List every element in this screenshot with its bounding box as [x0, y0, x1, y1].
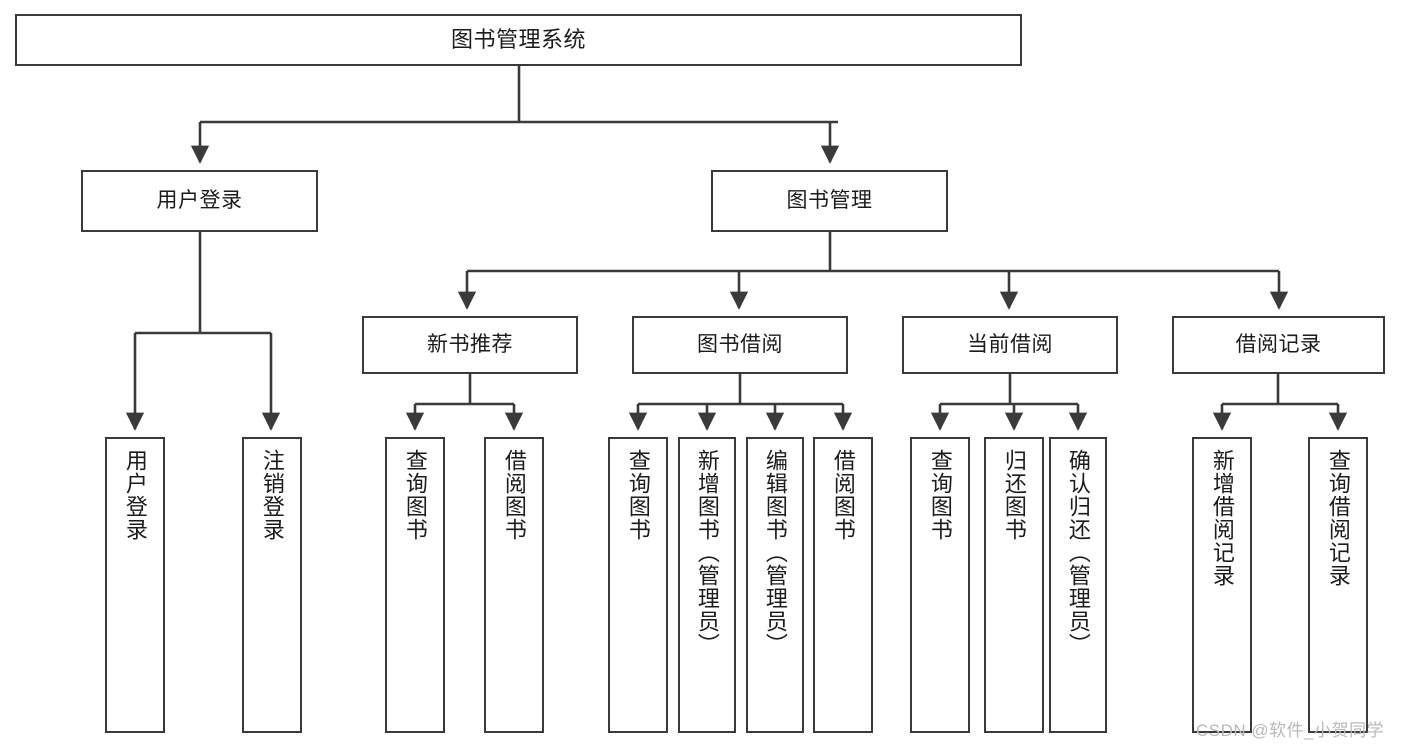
node-label: 借阅记录 [1235, 332, 1322, 356]
edge-group-records [1212, 374, 1348, 431]
leaf-edit-book-admin[interactable]: 编辑图书（管理员） [746, 437, 804, 733]
node-book-management[interactable]: 图书管理 [711, 170, 948, 232]
node-label: 图书管理系统 [450, 27, 586, 53]
leaf-borrow-books-newbook[interactable]: 借阅图书 [484, 437, 544, 733]
node-label: 新增借阅记录 [1209, 449, 1235, 587]
node-new-book-recommend[interactable]: 新书推荐 [362, 316, 578, 374]
edge-group-login [125, 232, 281, 431]
leaf-return-books[interactable]: 归还图书 [984, 437, 1044, 733]
node-label: 新书推荐 [427, 332, 513, 356]
node-label: 归还图书 [1001, 449, 1027, 541]
edge-group-root [190, 66, 840, 164]
leaf-add-borrow-record[interactable]: 新增借阅记录 [1192, 437, 1252, 733]
leaf-add-book-admin[interactable]: 新增图书（管理员） [678, 437, 736, 733]
leaf-confirm-return-admin[interactable]: 确认归还（管理员） [1049, 437, 1107, 733]
watermark-text: CSDN @软件_小贺同学 [1196, 721, 1385, 740]
node-label: 借阅图书 [830, 449, 856, 541]
leaf-query-books-borrow[interactable]: 查询图书 [608, 437, 668, 733]
leaf-query-borrow-record[interactable]: 查询借阅记录 [1308, 437, 1368, 733]
node-user-login[interactable]: 用户登录 [81, 170, 318, 232]
node-label: 借阅图书 [501, 449, 527, 541]
node-label: 当前借阅 [967, 332, 1053, 356]
leaf-borrow-books-borrow[interactable]: 借阅图书 [813, 437, 873, 733]
node-label: 图书管理 [786, 188, 873, 212]
leaf-user-logout[interactable]: 注销登录 [242, 437, 302, 733]
node-label: 查询图书 [402, 449, 428, 541]
node-label: 查询借阅记录 [1325, 449, 1351, 587]
node-label: 确认归还（管理员） [1065, 449, 1091, 656]
edge-group-bookmgmt [457, 232, 1289, 310]
node-label: 用户登录 [156, 188, 243, 212]
edge-group-borrow [628, 374, 853, 431]
node-label: 编辑图书（管理员） [762, 449, 788, 656]
node-label: 用户登录 [122, 449, 148, 541]
node-label: 图书借阅 [697, 332, 783, 356]
edge-group-newbook [405, 374, 524, 431]
node-label: 新增图书（管理员） [694, 449, 720, 656]
node-book-borrow[interactable]: 图书借阅 [632, 316, 848, 374]
node-current-borrow[interactable]: 当前借阅 [902, 316, 1118, 374]
node-label: 查询图书 [625, 449, 651, 541]
leaf-query-books-newbook[interactable]: 查询图书 [385, 437, 445, 733]
node-borrow-records[interactable]: 借阅记录 [1172, 316, 1385, 374]
node-label: 注销登录 [259, 449, 285, 541]
edge-group-current [930, 374, 1088, 431]
node-label: 查询图书 [927, 449, 953, 541]
node-root[interactable]: 图书管理系统 [15, 14, 1022, 66]
leaf-query-books-current[interactable]: 查询图书 [910, 437, 970, 733]
leaf-user-login[interactable]: 用户登录 [105, 437, 165, 733]
